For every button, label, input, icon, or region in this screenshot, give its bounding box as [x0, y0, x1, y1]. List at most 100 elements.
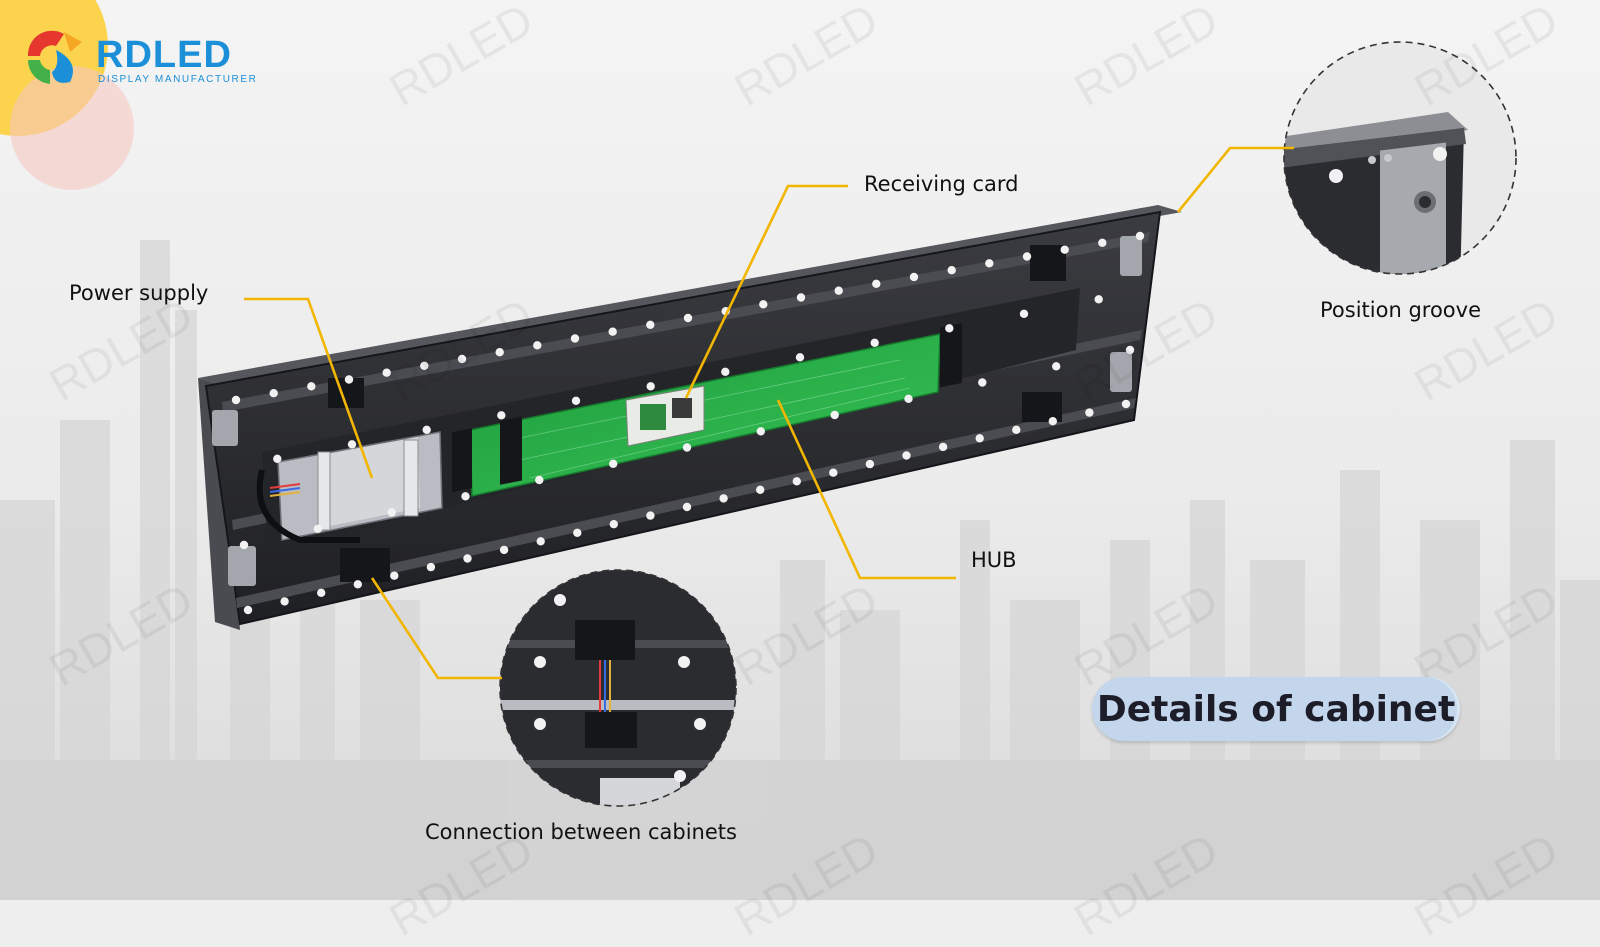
- power-cable: [256, 469, 360, 543]
- city-skyline: [0, 240, 1600, 900]
- screw-hole: [872, 279, 881, 288]
- screw-hole: [497, 411, 506, 420]
- brand-name: RDLED: [96, 34, 232, 76]
- screw-hole: [829, 468, 838, 477]
- wire-bundle: [269, 483, 301, 497]
- screw-hole: [947, 266, 956, 275]
- screw-hole: [273, 454, 282, 463]
- screw-hole: [1121, 399, 1131, 409]
- screw-hole: [1052, 362, 1061, 371]
- corner-plate-bottom-left: [228, 546, 256, 586]
- pcb-traces: [509, 359, 911, 479]
- screw-hole: [1012, 425, 1021, 434]
- right-bottom-block: [1022, 392, 1062, 422]
- leader-lines: [244, 146, 1294, 680]
- screw-hole: [945, 324, 954, 333]
- connection-inset: [499, 569, 737, 807]
- screw-hole: [1019, 309, 1029, 318]
- position-groove-label: Position groove: [1320, 298, 1481, 322]
- screw-hole: [834, 286, 843, 295]
- power-supply-label-area: [322, 437, 420, 527]
- hub-label: HUB: [971, 548, 1017, 572]
- connection-label: Connection between cabinets: [425, 820, 737, 844]
- screw-hole: [1048, 417, 1058, 426]
- screw-hole: [536, 537, 545, 546]
- screw-hole: [682, 502, 692, 512]
- screw-hole: [280, 597, 289, 606]
- screw-hole: [1060, 245, 1069, 254]
- brand-logo: RDLED DISPLAY MANUFACTURER: [20, 26, 260, 88]
- screw-hole: [721, 367, 730, 376]
- connection-leader: [370, 577, 502, 680]
- screw-hole: [495, 348, 504, 357]
- screw-hole: [313, 524, 322, 533]
- screw-hole: [756, 485, 765, 494]
- screw-hole: [909, 272, 919, 282]
- screw-hole: [573, 528, 582, 537]
- screw-hole: [571, 396, 581, 405]
- screw-hole: [1022, 252, 1032, 261]
- screw-hole: [307, 382, 316, 391]
- screw-hole: [239, 540, 249, 550]
- position-groove-inset: [1283, 41, 1517, 275]
- screw-hole: [830, 410, 839, 420]
- power-supply-bracket: [403, 439, 419, 517]
- screw-hole: [344, 375, 354, 384]
- screw-hole: [390, 571, 399, 580]
- screw-hole: [985, 259, 994, 268]
- receiving-card-chip: [640, 404, 666, 430]
- screw-hole: [795, 353, 805, 362]
- screw-hole: [269, 389, 278, 398]
- screw-hole: [382, 368, 391, 377]
- pcb-connectors: [452, 323, 962, 493]
- receiving-card-ic: [672, 398, 692, 418]
- screw-hole: [461, 492, 470, 501]
- screw-hole: [317, 588, 326, 597]
- illustration: [0, 0, 1600, 900]
- screw-hole: [1125, 345, 1135, 355]
- screw-hole: [535, 475, 544, 485]
- screw-hole: [978, 378, 987, 387]
- screw-hole: [796, 293, 806, 302]
- power-supply-leader: [244, 297, 374, 479]
- screw-hole: [902, 451, 911, 460]
- cabinet: [198, 205, 1182, 630]
- screw-hole: [646, 511, 655, 520]
- screw-hole: [420, 361, 429, 370]
- screw-hole: [756, 427, 765, 436]
- screw-hole: [570, 334, 580, 343]
- screw-hole: [243, 605, 253, 615]
- screw-hole: [533, 341, 542, 350]
- power-supply-label: Power supply: [69, 281, 209, 305]
- screw-hole: [646, 382, 655, 391]
- screw-hole: [499, 545, 509, 555]
- title-badge: Details of cabinet: [1092, 677, 1460, 741]
- screw-hole: [719, 494, 728, 503]
- screw-hole: [792, 477, 801, 486]
- screw-hole: [1098, 238, 1107, 247]
- screw-hole: [759, 300, 768, 309]
- corner-plate-top-right: [1120, 236, 1142, 276]
- screw-hole: [975, 434, 984, 443]
- screw-hole: [938, 442, 948, 452]
- screw-hole: [231, 395, 241, 405]
- screw-hole: [609, 520, 618, 529]
- right-top-block: [1030, 245, 1066, 281]
- receiving-card-label: Receiving card: [864, 172, 1019, 196]
- brand-tagline: DISPLAY MANUFACTURER: [98, 74, 258, 85]
- screw-hole: [463, 554, 472, 563]
- screw-hole: [904, 394, 913, 403]
- screw-hole: [1135, 231, 1145, 241]
- page-title: Details of cabinet: [1096, 688, 1456, 730]
- screw-hole: [683, 313, 693, 323]
- screw-hole: [865, 459, 875, 469]
- cabinet-top-edge: [198, 205, 1182, 385]
- screw-hole: [387, 508, 396, 517]
- screw-hole: [457, 354, 467, 364]
- logo-mark-icon: [27, 30, 82, 84]
- hub-leader: [776, 399, 956, 580]
- screw-hole: [1085, 408, 1094, 417]
- screw-hole: [608, 327, 617, 336]
- corner-plate-bottom-right: [1110, 352, 1132, 392]
